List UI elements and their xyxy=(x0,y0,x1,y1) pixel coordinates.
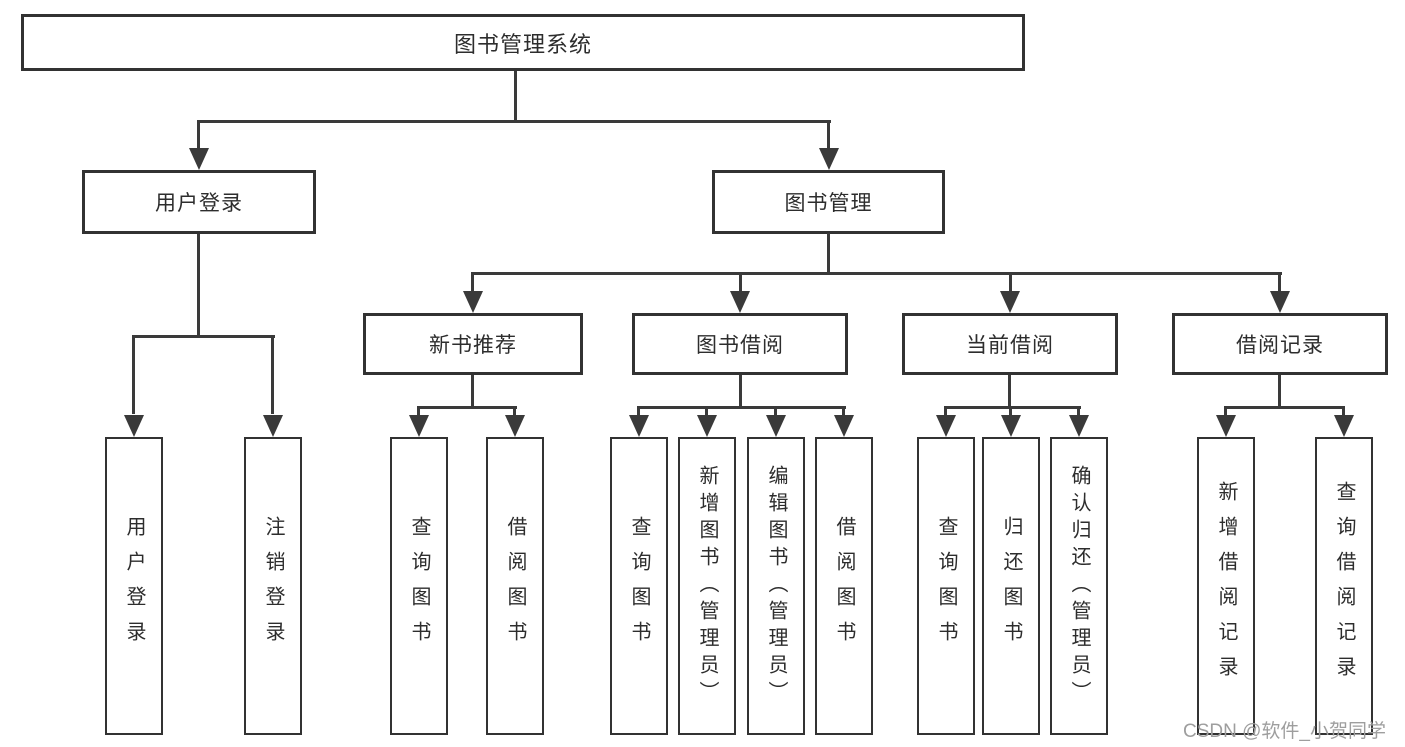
connector-line xyxy=(1077,406,1080,417)
node-label: 新书推荐 xyxy=(429,334,517,357)
connector-line xyxy=(133,335,275,338)
connector-line xyxy=(827,233,830,274)
connector-line xyxy=(513,406,516,417)
leaf-query-borrow-record: 查询借阅记录 xyxy=(1315,437,1373,735)
connector-line xyxy=(417,406,420,417)
connector-line xyxy=(514,71,517,123)
connector-line xyxy=(271,335,274,414)
arrow-down-icon xyxy=(505,415,525,437)
connector-line xyxy=(197,120,200,151)
node-label: 图书管理系统 xyxy=(453,31,592,57)
node-current-borrowing: 当前借阅 xyxy=(902,313,1118,375)
node-user-login: 用户登录 xyxy=(82,170,316,234)
connector-line xyxy=(739,375,742,408)
leaf-add-borrow-record: 新增借阅记录 xyxy=(1197,437,1255,735)
arrow-down-icon xyxy=(1000,291,1020,313)
connector-line xyxy=(739,272,742,293)
connector-line xyxy=(842,406,845,417)
connector-line xyxy=(471,375,474,408)
leaf-query-books-borrow: 查询图书 xyxy=(610,437,668,735)
node-label: 用户登录 xyxy=(155,192,243,215)
arrow-down-icon xyxy=(697,415,717,437)
node-library-management-system: 图书管理系统 xyxy=(21,14,1025,71)
connector-line xyxy=(1278,375,1281,408)
leaf-label: 编辑图书（管理员） xyxy=(765,464,787,708)
arrow-down-icon xyxy=(1334,415,1354,437)
arrow-down-icon xyxy=(834,415,854,437)
leaf-user-login: 用户登录 xyxy=(105,437,163,735)
csdn-watermark: CSDN @软件_小贺同学 xyxy=(1183,721,1386,742)
arrow-down-icon xyxy=(1001,415,1021,437)
leaf-return-books: 归还图书 xyxy=(982,437,1040,735)
arrow-down-icon xyxy=(1216,415,1236,437)
arrow-down-icon xyxy=(819,148,839,170)
connector-line xyxy=(944,406,947,417)
node-label: 图书借阅 xyxy=(696,334,784,357)
connector-line xyxy=(198,120,831,123)
arrow-down-icon xyxy=(263,415,283,437)
leaf-query-books-recommend: 查询图书 xyxy=(390,437,448,735)
arrow-down-icon xyxy=(766,415,786,437)
connector-line xyxy=(132,335,135,414)
connector-line xyxy=(418,406,517,409)
arrow-down-icon xyxy=(730,291,750,313)
leaf-label: 借阅图书 xyxy=(504,516,526,656)
connector-line xyxy=(472,272,1282,275)
connector-line xyxy=(827,120,830,151)
leaf-label: 借阅图书 xyxy=(833,516,855,656)
leaf-label: 查询图书 xyxy=(628,516,650,656)
leaf-label: 确认归还（管理员） xyxy=(1068,464,1090,708)
arrow-down-icon xyxy=(409,415,429,437)
leaf-query-books-current: 查询图书 xyxy=(917,437,975,735)
node-label: 借阅记录 xyxy=(1236,334,1324,357)
leaf-label: 新增借阅记录 xyxy=(1215,481,1237,691)
leaf-borrow-books-recommend: 借阅图书 xyxy=(486,437,544,735)
leaf-label: 查询图书 xyxy=(408,516,430,656)
node-label: 图书管理 xyxy=(784,192,873,215)
leaf-label: 注销登录 xyxy=(262,516,284,656)
connector-line xyxy=(1342,406,1345,417)
leaf-label: 查询图书 xyxy=(935,516,957,656)
connector-line xyxy=(637,406,640,417)
leaf-label: 用户登录 xyxy=(123,516,145,656)
arrow-down-icon xyxy=(124,415,144,437)
arrow-down-icon xyxy=(1270,291,1290,313)
connector-line xyxy=(1278,272,1281,293)
leaf-label: 新增图书（管理员） xyxy=(696,464,718,708)
leaf-label: 归还图书 xyxy=(1000,516,1022,656)
connector-line xyxy=(638,406,846,409)
arrow-down-icon xyxy=(463,291,483,313)
leaf-edit-book-admin: 编辑图书（管理员） xyxy=(747,437,805,735)
connector-line xyxy=(705,406,708,417)
arrow-down-icon xyxy=(936,415,956,437)
leaf-label: 查询借阅记录 xyxy=(1333,481,1355,691)
node-book-management: 图书管理 xyxy=(712,170,945,234)
arrow-down-icon xyxy=(1069,415,1089,437)
connector-line xyxy=(774,406,777,417)
node-borrowing-records: 借阅记录 xyxy=(1172,313,1388,375)
leaf-confirm-return-admin: 确认归还（管理员） xyxy=(1050,437,1108,735)
connector-line xyxy=(1008,375,1011,408)
connector-line xyxy=(1009,272,1012,293)
connector-line xyxy=(945,406,1081,409)
connector-line xyxy=(1225,406,1345,409)
leaf-borrow-books-borrow: 借阅图书 xyxy=(815,437,873,735)
connector-line xyxy=(1009,406,1012,417)
arrow-down-icon xyxy=(189,148,209,170)
leaf-logout: 注销登录 xyxy=(244,437,302,735)
arrow-down-icon xyxy=(629,415,649,437)
node-book-borrowing: 图书借阅 xyxy=(632,313,848,375)
node-new-book-recommendation: 新书推荐 xyxy=(363,313,583,375)
connector-line xyxy=(1224,406,1227,417)
node-label: 当前借阅 xyxy=(966,334,1054,357)
leaf-add-book-admin: 新增图书（管理员） xyxy=(678,437,736,735)
connector-line xyxy=(197,234,200,336)
connector-line xyxy=(471,272,474,293)
